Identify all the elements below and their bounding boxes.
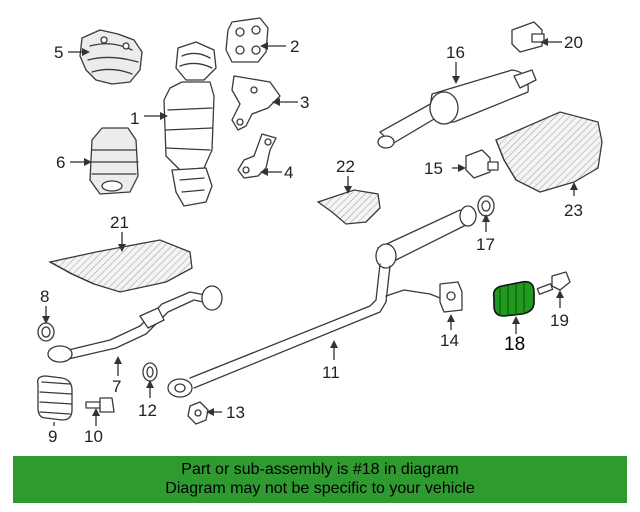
part-19-bolt[interactable]	[536, 271, 571, 295]
part-16-silencer[interactable]	[377, 69, 537, 149]
label-part-13: 13	[226, 403, 245, 422]
part-1-catalytic-converter[interactable]	[163, 41, 217, 207]
label-part-22: 22	[336, 157, 355, 176]
part-12-gasket[interactable]	[142, 362, 158, 382]
label-part-2: 2	[290, 37, 299, 56]
part-7-front-pipe[interactable]	[47, 285, 223, 363]
label-part-14: 14	[440, 331, 459, 350]
label-part-18: 18	[504, 334, 525, 355]
label-part-15: 15	[424, 159, 443, 178]
part-17-gasket[interactable]	[477, 195, 495, 217]
label-part-8: 8	[40, 287, 49, 306]
part-23-rear-heat-shield[interactable]	[495, 111, 603, 193]
part-14-hanger[interactable]	[439, 281, 463, 313]
part-15-sensor[interactable]	[465, 149, 499, 179]
label-part-10: 10	[84, 427, 103, 446]
part-18-highlighted[interactable]	[492, 280, 535, 317]
part-20-sensor[interactable]	[511, 21, 545, 53]
part-11-center-pipe[interactable]	[167, 205, 477, 398]
label-part-12: 12	[138, 401, 157, 420]
label-part-16: 16	[446, 43, 465, 62]
part-4-stay[interactable]	[237, 133, 277, 179]
label-part-11: 11	[322, 363, 340, 382]
label-part-3: 3	[300, 93, 309, 112]
part-9-boot[interactable]	[37, 375, 73, 421]
part-info-banner: Part or sub-assembly is #18 in diagram D…	[13, 456, 627, 503]
part-13-nut[interactable]	[187, 401, 209, 425]
part-10-bolt[interactable]	[85, 397, 115, 413]
part-2-gasket[interactable]	[225, 17, 269, 63]
part-21-front-heat-shield[interactable]	[48, 239, 193, 293]
label-part-1: 1	[130, 109, 139, 128]
label-part-21: 21	[110, 213, 129, 232]
banner-line-1: Part or sub-assembly is #18 in diagram	[181, 461, 459, 478]
label-part-4: 4	[284, 163, 293, 182]
exhaust-parts-diagram: 1 2 3 4 5 6 7 8 9 10 11 12 13 14 15 16 1…	[37, 17, 603, 446]
label-part-7: 7	[112, 377, 121, 396]
banner-line-2: Diagram may not be specific to your vehi…	[165, 480, 475, 497]
label-part-19: 19	[550, 311, 569, 330]
label-part-5: 5	[54, 43, 63, 62]
part-8-gasket[interactable]	[37, 322, 55, 342]
label-part-23: 23	[564, 201, 583, 220]
label-part-9: 9	[48, 427, 57, 446]
label-part-20: 20	[564, 33, 583, 52]
label-part-17: 17	[476, 235, 495, 254]
part-6-converter-cover[interactable]	[89, 127, 139, 195]
part-22-heat-shield[interactable]	[316, 189, 381, 225]
part-3-bracket[interactable]	[231, 75, 281, 131]
part-5-heat-shield[interactable]	[79, 29, 143, 85]
label-part-6: 6	[56, 153, 65, 172]
